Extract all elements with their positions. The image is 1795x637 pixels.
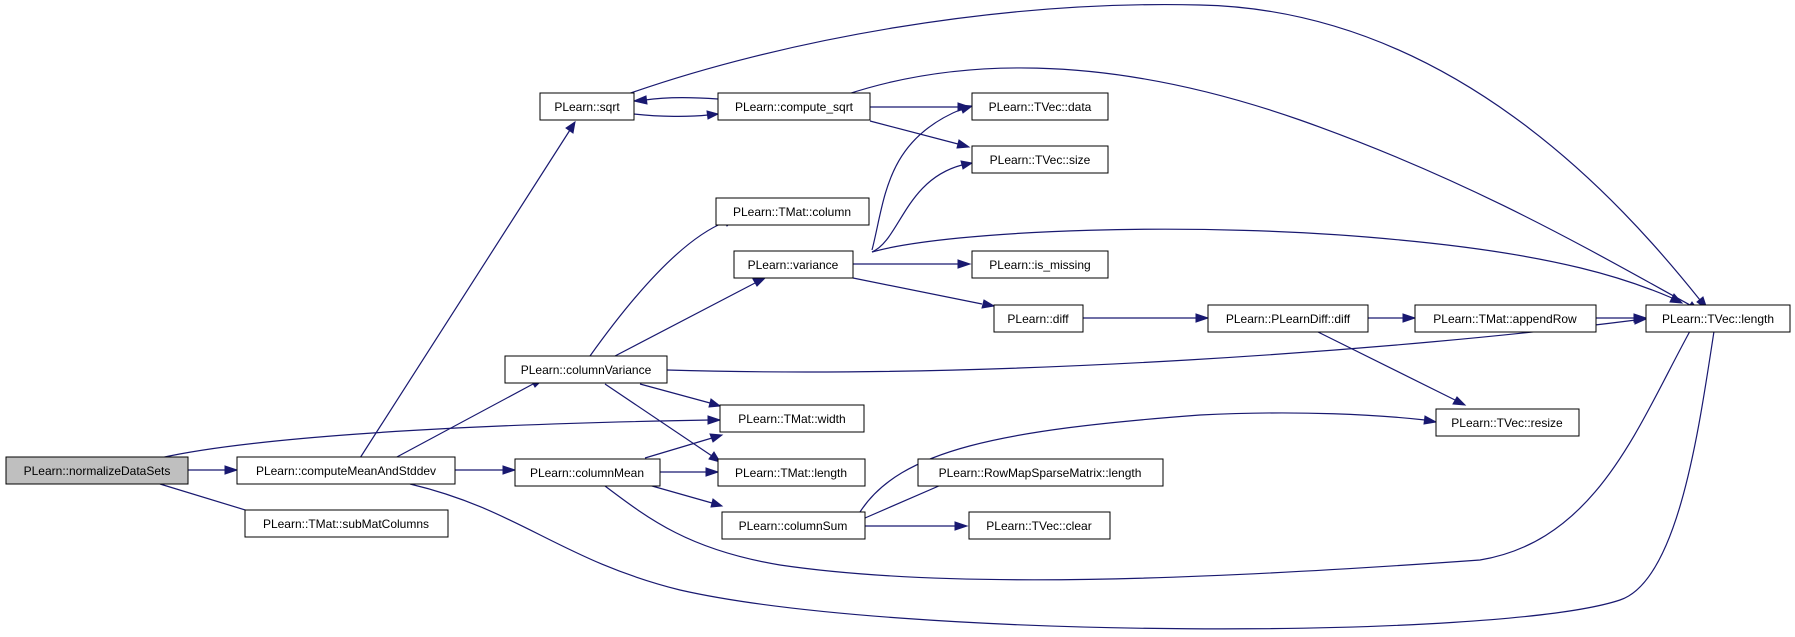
svg-text:PLearn::columnMean: PLearn::columnMean: [530, 466, 644, 480]
svg-text:PLearn::variance: PLearn::variance: [748, 258, 839, 272]
node-normalizedatasets[interactable]: PLearn::normalizeDataSets: [5, 456, 189, 485]
svg-text:PLearn::RowMapSparseMatrix::le: PLearn::RowMapSparseMatrix::length: [939, 466, 1142, 480]
edge-columnmean-to-tvec-length: [604, 310, 1701, 581]
edge-columnmean-to-tmat-length: [660, 467, 720, 477]
node-variance[interactable]: PLearn::variance: [733, 250, 854, 279]
node-computemeanandstddev[interactable]: PLearn::computeMeanAndStddev: [236, 456, 456, 485]
edge-normalize-to-tmat-width: [159, 415, 722, 459]
node-tvec-length[interactable]: PLearn::TVec::length: [1645, 304, 1791, 333]
edge-compute-sqrt-to-tvec-size: [869, 120, 971, 149]
svg-text:PLearn::TMat::appendRow: PLearn::TMat::appendRow: [1433, 312, 1577, 326]
node-columnvariance[interactable]: PLearn::columnVariance: [504, 355, 668, 384]
svg-text:PLearn::columnVariance: PLearn::columnVariance: [521, 363, 652, 377]
edge-computemean-to-columnmean: [455, 465, 517, 475]
node-is-missing[interactable]: PLearn::is_missing: [971, 250, 1109, 279]
edge-columnsum-to-tvec-clear: [865, 521, 969, 531]
edge-columnvariance-to-tvec-length: [666, 315, 1648, 373]
edge-sqrt-to-compute-sqrt: [633, 110, 720, 120]
node-tmat-submatcolumns[interactable]: PLearn::TMat::subMatColumns: [244, 509, 449, 538]
node-diff[interactable]: PLearn::diff: [993, 304, 1084, 333]
svg-text:PLearn::PLearnDiff::diff: PLearn::PLearnDiff::diff: [1226, 312, 1351, 326]
node-sqrt[interactable]: PLearn::sqrt: [539, 92, 635, 121]
svg-text:PLearn::compute_sqrt: PLearn::compute_sqrt: [735, 100, 854, 114]
node-tvec-resize[interactable]: PLearn::TVec::resize: [1435, 408, 1580, 437]
edge-columnvariance-to-tmat-column: [589, 217, 737, 357]
svg-text:PLearn::normalizeDataSets: PLearn::normalizeDataSets: [24, 464, 171, 478]
node-rowmapsparsematrix-length[interactable]: PLearn::RowMapSparseMatrix::length: [917, 458, 1164, 487]
edge-columnvariance-to-variance: [614, 277, 767, 357]
edge-columnsum-to-tvec-resize: [859, 412, 1438, 513]
nodes: PLearn::normalizeDataSets PLearn::comput…: [5, 92, 1791, 540]
edge-compute-sqrt-to-sqrt: [632, 95, 719, 105]
svg-text:PLearn::diff: PLearn::diff: [1007, 312, 1069, 326]
edge-columnmean-to-tmat-width: [644, 433, 724, 459]
node-tmat-column[interactable]: PLearn::TMat::column: [715, 197, 870, 226]
svg-text:PLearn::TMat::length: PLearn::TMat::length: [735, 466, 847, 480]
edge-columnmean-to-columnsum: [644, 483, 724, 508]
edge-variance-to-tvec-size: [871, 160, 974, 253]
node-tmat-length[interactable]: PLearn::TMat::length: [717, 458, 866, 487]
edge-plearndiff-to-tvec-resize: [1317, 331, 1467, 406]
node-tvec-size[interactable]: PLearn::TVec::size: [971, 145, 1109, 174]
svg-text:PLearn::TMat::width: PLearn::TMat::width: [738, 412, 845, 426]
svg-text:PLearn::TVec::resize: PLearn::TVec::resize: [1451, 416, 1563, 430]
svg-text:PLearn::TVec::size: PLearn::TVec::size: [990, 153, 1091, 167]
edge-variance-to-tvec-data: [871, 104, 974, 251]
node-columnsum[interactable]: PLearn::columnSum: [721, 511, 866, 540]
svg-text:PLearn::TMat::subMatColumns: PLearn::TMat::subMatColumns: [263, 517, 429, 531]
edge-computemean-to-sqrt: [359, 120, 576, 459]
edge-compute-sqrt-to-tvec-data: [870, 102, 972, 112]
node-columnmean[interactable]: PLearn::columnMean: [514, 458, 661, 487]
node-tmat-appendrow[interactable]: PLearn::TMat::appendRow: [1414, 304, 1597, 333]
edge-normalize-to-computemean: [188, 465, 239, 475]
svg-text:PLearn::computeMeanAndStddev: PLearn::computeMeanAndStddev: [256, 464, 436, 478]
svg-text:PLearn::columnSum: PLearn::columnSum: [739, 519, 848, 533]
edge-computemean-to-columnvariance: [394, 378, 545, 459]
node-compute-sqrt[interactable]: PLearn::compute_sqrt: [717, 92, 871, 121]
edge-variance-to-is-missing: [853, 259, 972, 269]
edge-columnvariance-to-tmat-width: [639, 383, 722, 408]
edge-diff-to-plearndiff: [1083, 313, 1210, 323]
edge-plearndiff-to-appendrow: [1368, 313, 1417, 323]
svg-text:PLearn::TMat::column: PLearn::TMat::column: [733, 205, 851, 219]
edge-variance-to-diff: [852, 277, 996, 309]
node-tmat-width[interactable]: PLearn::TMat::width: [719, 404, 865, 433]
edge-variance-to-tvec-length: [871, 228, 1684, 304]
svg-text:PLearn::is_missing: PLearn::is_missing: [989, 258, 1090, 272]
edge-columnvariance-to-tmat-length: [604, 383, 722, 463]
svg-text:PLearn::TVec::length: PLearn::TVec::length: [1662, 312, 1774, 326]
node-tvec-clear[interactable]: PLearn::TVec::clear: [968, 511, 1111, 540]
node-plearndiff-diff[interactable]: PLearn::PLearnDiff::diff: [1207, 304, 1369, 333]
svg-text:PLearn::TVec::data: PLearn::TVec::data: [989, 100, 1092, 114]
svg-text:PLearn::sqrt: PLearn::sqrt: [554, 100, 620, 114]
node-tvec-data[interactable]: PLearn::TVec::data: [971, 92, 1109, 121]
svg-text:PLearn::TVec::clear: PLearn::TVec::clear: [986, 519, 1091, 533]
